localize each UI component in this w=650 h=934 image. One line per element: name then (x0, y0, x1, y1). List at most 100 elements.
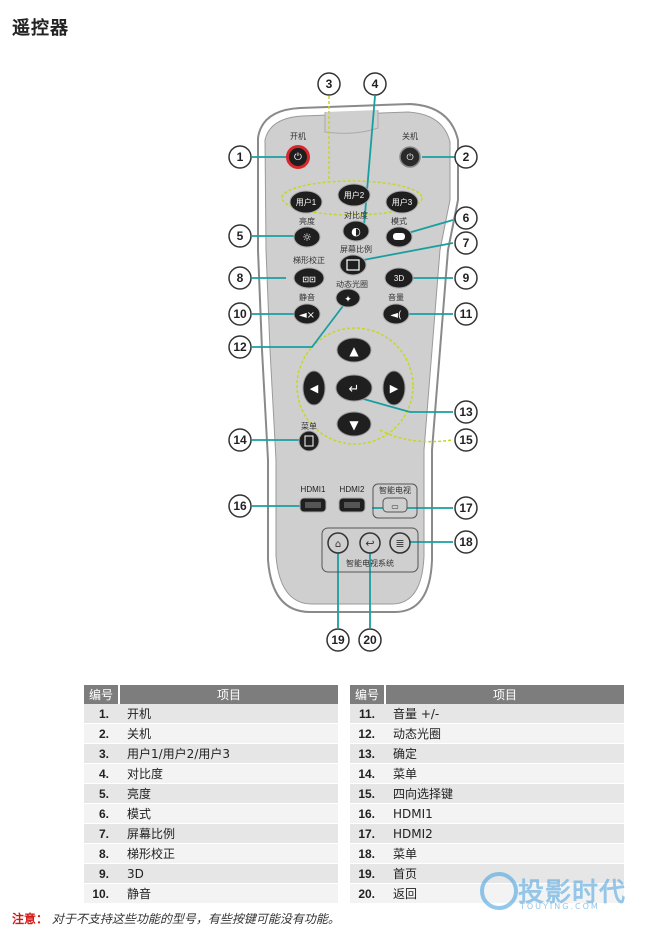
svg-text:20: 20 (363, 633, 377, 647)
leader-4 (363, 95, 376, 227)
svg-text:13: 13 (459, 405, 473, 419)
row-number: 11. (350, 704, 385, 724)
table-row: 16.HDMI1 (350, 803, 624, 824)
volume-icon: ◄( (390, 310, 402, 321)
table-row: 2.关机 (84, 723, 338, 744)
home-button (327, 532, 349, 554)
power-off-label: 关机 (402, 131, 418, 141)
table-row: 5.亮度 (84, 783, 338, 804)
table-row: 4.对比度 (84, 763, 338, 784)
watermark-text: 投影时代 (518, 878, 627, 908)
tv-icon: ▭ (391, 502, 399, 511)
row-number: 10. (84, 883, 119, 904)
back-icon: ↩ (365, 537, 374, 550)
aspect-icon (346, 259, 360, 271)
row-item: 静音 (119, 883, 338, 904)
callout-6: 6 (454, 206, 478, 230)
row-item: 梯形校正 (119, 843, 338, 864)
aspect-label: 屏幕比例 (340, 244, 372, 254)
user3-label: 用户3 (392, 197, 413, 207)
hdmi1-label: HDMI1 (301, 485, 326, 494)
brightness-button (293, 226, 321, 248)
mode-label: 模式 (391, 216, 407, 226)
row-number: 2. (84, 723, 119, 744)
dynamic-iris-icon: ✦ (344, 295, 352, 305)
row-item: 亮度 (119, 783, 338, 804)
callout-17: 17 (454, 496, 478, 520)
up-arrow-icon: ▲ (349, 344, 359, 358)
callout-20: 20 (358, 628, 382, 652)
leader-13 (359, 397, 453, 413)
watermark-sub: TOUYING.COM (520, 902, 600, 911)
watermark: 投影时代 TOUYING.COM (480, 870, 630, 914)
svg-text:9: 9 (463, 271, 470, 285)
table-row: 15.四向选择键 (350, 783, 624, 804)
mute-button (293, 303, 321, 325)
row-item: 四向选择键 (385, 783, 624, 804)
table-row: 17.HDMI2 (350, 823, 624, 844)
row-item: 确定 (385, 743, 624, 764)
brightness-icon: ☼ (302, 231, 312, 244)
dpad-left (302, 370, 326, 406)
callout-5: 5 (228, 224, 252, 248)
smart-tv-button (382, 497, 408, 513)
hdmi2-label: HDMI2 (340, 485, 365, 494)
callout-11: 11 (454, 302, 478, 326)
table-header-num: 编号 (350, 685, 385, 704)
table-header-item: 项目 (384, 685, 624, 704)
table-row: 7.屏幕比例 (84, 823, 338, 844)
svg-text:3: 3 (326, 77, 333, 91)
volume-label: 音量 (388, 292, 404, 302)
svg-text:8: 8 (237, 271, 244, 285)
dpad-up (336, 337, 372, 363)
callout-8: 8 (228, 266, 252, 290)
right-arrow-icon: ▶ (390, 382, 399, 395)
smart-tv-label: 智能电视 (379, 485, 411, 495)
mute-icon: ◄× (299, 310, 315, 321)
dpad-down (336, 411, 372, 437)
row-item: 3D (119, 863, 338, 884)
dpad-highlight (296, 327, 414, 445)
svg-text:18: 18 (459, 535, 473, 549)
row-number: 12. (350, 723, 385, 744)
row-number: 4. (84, 763, 119, 784)
remote-diagram: ⏻ 开机 ⏻ 关机 用户1 用户2 用户3 亮度 ☼ 对比度 ◐ 模式 屏幕比例… (228, 72, 478, 652)
row-number: 6. (84, 803, 119, 824)
leader-6 (407, 219, 454, 234)
contrast-button (342, 220, 370, 242)
callout-12: 12 (228, 335, 252, 359)
svg-text:17: 17 (459, 501, 473, 515)
menu-button (298, 430, 320, 452)
contrast-label: 对比度 (344, 210, 368, 220)
keystone-icon: ⊡⊡ (302, 275, 316, 284)
table-header-item: 项目 (118, 685, 338, 704)
table-row: 1.开机 (84, 704, 338, 724)
row-item: 屏幕比例 (119, 823, 338, 844)
svg-text:10: 10 (233, 307, 247, 321)
svg-text:16: 16 (233, 499, 247, 513)
note-text: 对于不支持这些功能的型号，有些按键可能没有功能。 (51, 912, 340, 926)
svg-text:7: 7 (463, 236, 470, 250)
list-menu-button (389, 532, 411, 554)
user-group-highlight (281, 180, 423, 216)
list-icon: ≣ (395, 537, 404, 550)
menu-label: 菜单 (301, 421, 317, 431)
row-number: 5. (84, 783, 119, 804)
watermark-logo-icon (480, 872, 518, 910)
menu-icon (304, 435, 314, 447)
left-arrow-icon: ◀ (310, 382, 319, 395)
dynamic-iris-label: 动态光圈 (336, 279, 368, 289)
keystone-button (293, 267, 325, 289)
row-number: 16. (350, 803, 385, 824)
svg-text:1: 1 (237, 150, 244, 164)
leader-15 (379, 429, 453, 443)
row-number: 15. (350, 783, 385, 804)
row-number: 9. (84, 863, 119, 884)
table-header-num: 编号 (84, 685, 119, 704)
svg-text:2: 2 (463, 150, 470, 164)
svg-text:4: 4 (372, 77, 379, 91)
row-number: 14. (350, 763, 385, 784)
